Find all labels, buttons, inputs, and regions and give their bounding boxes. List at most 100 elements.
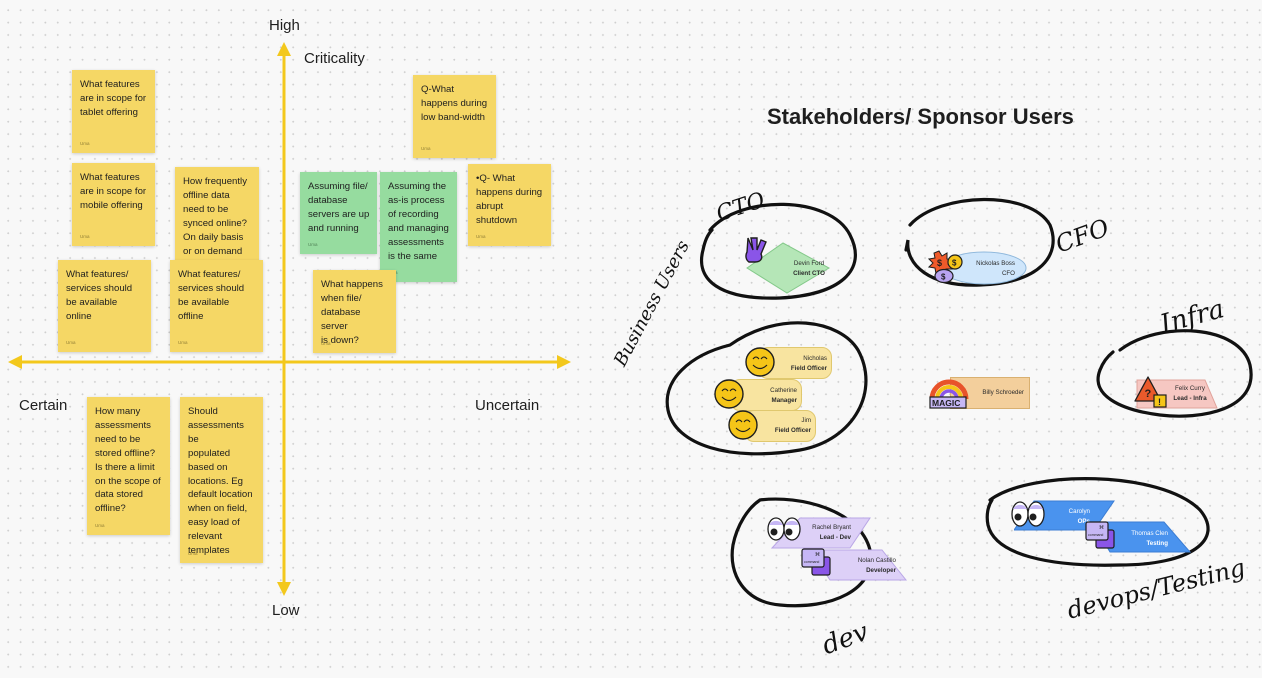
sticky-text: Should assessments be populated based on… — [188, 406, 253, 557]
sticky-note[interactable]: What features are in scope for tablet of… — [72, 70, 155, 153]
sticky-author: Uma — [80, 141, 90, 146]
sticky-text: What features are in scope for mobile of… — [80, 172, 147, 211]
devops-outline — [985, 477, 1210, 567]
svg-text:?: ? — [1145, 388, 1152, 400]
left-arrowhead — [8, 355, 22, 369]
person-card: Devin Ford Client CTO — [788, 259, 830, 278]
sticky-text: How frequently offline data need to be s… — [183, 176, 248, 257]
eyes-icon — [767, 517, 801, 541]
axis-label-high: High — [269, 17, 300, 34]
matrix-axes — [8, 42, 571, 596]
up-arrowhead — [277, 42, 291, 56]
svg-text:$: $ — [941, 273, 946, 282]
axis-title-criticality: Criticality — [304, 50, 365, 67]
svg-text:$: $ — [952, 259, 957, 268]
person-role: Manager — [771, 396, 797, 404]
sticky-text: What features are in scope for tablet of… — [80, 79, 147, 118]
sticky-author: Uma — [476, 234, 486, 239]
person-card: Rachel Bryant Lead - Dev — [805, 523, 851, 542]
person-card: Carolyn OPs — [1040, 507, 1090, 526]
person-role: Testing — [1146, 539, 1168, 547]
eyes-icon — [1011, 501, 1045, 527]
axis-label-certain: Certain — [19, 397, 68, 414]
sticky-text: What features/ services should be availa… — [178, 269, 245, 322]
sticky-note[interactable]: What happens when file/ database server … — [313, 270, 396, 353]
sticky-author: Uma — [66, 340, 76, 345]
right-arrowhead — [557, 355, 571, 369]
sticky-author: Uma — [95, 523, 105, 528]
peace-hand-icon — [745, 237, 767, 263]
person-role: Lead - Dev — [819, 533, 851, 541]
business-outline — [665, 321, 868, 456]
svg-text:$: $ — [937, 258, 942, 268]
sticky-note[interactable]: What features are in scope for mobile of… — [72, 163, 155, 246]
smiley-icon — [745, 347, 775, 377]
person-role: Field Officer — [774, 426, 811, 434]
person-role: OPs — [1077, 517, 1090, 525]
command-key-label: command — [804, 560, 819, 564]
sticky-note[interactable]: Q-What happens during low band-width Uma — [413, 75, 496, 158]
person-role: Developer — [866, 566, 896, 574]
person-name: Jim — [801, 417, 811, 424]
sticky-note[interactable]: What features/ services should be availa… — [58, 260, 151, 352]
sticky-text: Assuming file/ database servers are up a… — [308, 181, 370, 234]
sticky-text: How many assessments need to be stored o… — [95, 406, 161, 515]
sticky-text: •Q- What happens during abrupt shutdown — [476, 173, 543, 226]
command-key-label: command — [1088, 533, 1103, 537]
dev-outline — [730, 497, 873, 608]
svg-text:⌘: ⌘ — [815, 552, 820, 558]
person-role: Field Officer — [790, 364, 827, 372]
sticky-author: Uma — [308, 242, 318, 247]
command-key-icon: ⌘ command — [1085, 521, 1115, 549]
person-card: Thomas Clen Testing — [1112, 529, 1168, 548]
sticky-note[interactable]: •Q- What happens during abrupt shutdown … — [468, 164, 551, 246]
cto-outline — [700, 202, 857, 300]
sticky-note[interactable]: What features/ services should be availa… — [170, 260, 263, 352]
sticky-note[interactable]: How many assessments need to be stored o… — [87, 397, 170, 535]
warning-icon: ? ! — [1134, 376, 1167, 408]
magic-rainbow-icon: MAGIC — [929, 379, 969, 409]
sticky-text: What features/ services should be availa… — [66, 269, 133, 322]
sticky-author: Uma — [321, 341, 331, 346]
sticky-note[interactable]: How frequently offline data need to be s… — [175, 167, 259, 263]
smiley-icon — [728, 410, 758, 440]
sticky-author: Uma — [80, 234, 90, 239]
svg-text:MAGIC: MAGIC — [932, 398, 960, 408]
sticky-note[interactable]: Should assessments be populated based on… — [180, 397, 263, 563]
group-outlines — [665, 197, 1253, 608]
person-name: Catherine — [770, 387, 797, 394]
person-name: Thomas Clen — [1131, 530, 1168, 537]
sticky-text: Q-What happens during low band-width — [421, 84, 488, 123]
stakeholders-title: Stakeholders/ Sponsor Users — [767, 104, 1074, 129]
down-arrowhead — [277, 582, 291, 596]
person-card: Nicholas Field Officer — [770, 354, 827, 373]
person-role: CFO — [1001, 269, 1015, 277]
person-name: Billy Schroeder — [982, 389, 1024, 396]
person-name: Nolan Castillo — [857, 557, 896, 564]
person-card: Catherine Manager — [742, 386, 797, 405]
axis-label-low: Low — [272, 602, 300, 619]
axis-label-uncertain: Uncertain — [475, 397, 540, 414]
smiley-icon — [714, 379, 744, 409]
cfo-outline — [904, 197, 1055, 287]
person-name: Devin Ford — [793, 260, 825, 267]
person-card: Nickolas Boss CFO — [965, 259, 1015, 278]
sticky-note[interactable]: Assuming file/ database servers are up a… — [300, 172, 377, 254]
person-name: Rachel Bryant — [812, 524, 851, 531]
person-role: Lead - Infra — [1173, 394, 1207, 402]
cto-card-shape[interactable] — [743, 240, 833, 296]
svg-text:⌘: ⌘ — [1099, 525, 1104, 531]
person-card: Felix Curry Lead - Infra — [1168, 384, 1212, 403]
person-name: Nickolas Boss — [976, 260, 1015, 267]
sticky-text: What happens when file/ database server … — [321, 279, 383, 346]
sticky-text: Assuming the as-is process of recording … — [388, 181, 449, 262]
person-card: Nolan Castillo Developer — [840, 556, 896, 575]
command-key-icon: ⌘ command — [801, 548, 831, 576]
sticky-author: Uma — [188, 551, 198, 556]
person-name: Carolyn — [1068, 508, 1090, 515]
sticky-note[interactable]: Assuming the as-is process of recording … — [380, 172, 457, 282]
person-card: Jim Field Officer — [756, 416, 811, 435]
infra-outline — [1096, 329, 1253, 418]
person-name: Felix Curry — [1175, 385, 1205, 392]
money-coins-icon: $ $ $ — [928, 250, 963, 284]
